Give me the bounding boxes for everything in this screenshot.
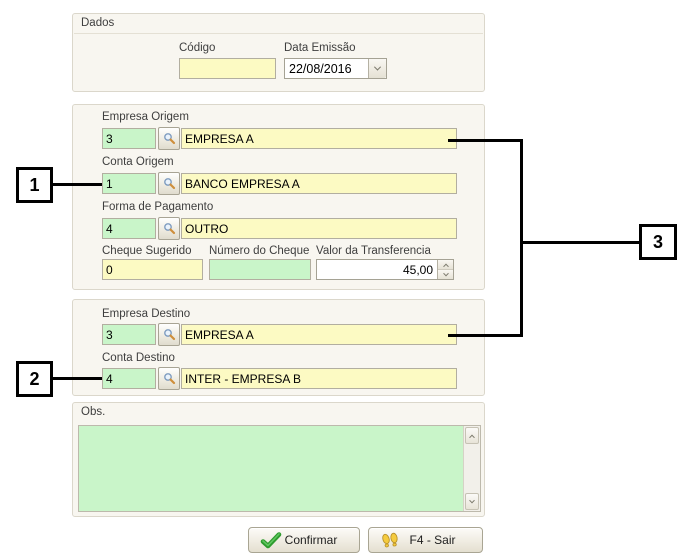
chevron-down-icon: [469, 497, 475, 503]
scroll-down-button[interactable]: [465, 493, 479, 510]
obs-scrollbar[interactable]: [463, 426, 480, 511]
valor-transferencia-field: [316, 259, 454, 280]
chevron-down-icon: [374, 64, 381, 71]
forma-pagamento-search-button[interactable]: [158, 217, 180, 240]
callout-1-line: [53, 183, 102, 186]
group-dados: Dados Código Data Emissão: [72, 13, 485, 92]
callout-3-box: 3: [639, 224, 677, 260]
f4-sair-button[interactable]: F4 - Sair: [368, 527, 483, 553]
search-icon: [163, 222, 176, 235]
forma-pagamento-label: Forma de Pagamento: [102, 201, 213, 213]
conta-destino-label: Conta Destino: [102, 352, 175, 364]
group-obs: Obs.: [72, 402, 485, 517]
conta-origem-search-button[interactable]: [158, 172, 180, 195]
empresa-destino-name-input[interactable]: [181, 324, 457, 345]
callout-3-line-bottom: [448, 334, 523, 337]
spin-up-button[interactable]: [438, 260, 453, 269]
callout-2-line: [53, 377, 102, 380]
valor-transferencia-input[interactable]: [317, 260, 437, 279]
conta-origem-label: Conta Origem: [102, 156, 174, 168]
valor-spinner: [437, 260, 453, 279]
group-dados-separator: [74, 33, 483, 34]
codigo-input[interactable]: [179, 58, 276, 79]
data-emissao-dropdown-button[interactable]: [368, 59, 386, 78]
empresa-origem-code-input[interactable]: [102, 128, 156, 149]
callout-3-line-middle: [520, 241, 639, 244]
conta-destino-code-input[interactable]: [102, 368, 156, 389]
cheque-sugerido-label: Cheque Sugerido: [102, 245, 192, 257]
data-emissao-input[interactable]: [285, 59, 368, 78]
footprints-icon: [380, 531, 401, 550]
empresa-origem-label: Empresa Origem: [102, 111, 189, 123]
forma-pagamento-name-input[interactable]: [181, 218, 457, 239]
callout-2-box: 2: [16, 361, 53, 397]
forma-pagamento-code-input[interactable]: [102, 218, 156, 239]
chevron-up-icon: [469, 434, 475, 440]
conta-origem-name-input[interactable]: [181, 173, 457, 194]
chevron-down-icon: [443, 270, 449, 276]
cheque-sugerido-input[interactable]: [102, 259, 203, 280]
group-dados-title: Dados: [81, 17, 114, 29]
group-origem: Empresa Origem Conta Origem Forma de Pag…: [72, 104, 485, 290]
obs-textarea[interactable]: [79, 426, 463, 511]
empresa-destino-search-button[interactable]: [158, 323, 180, 346]
data-emissao-field: [284, 58, 387, 79]
search-icon: [163, 372, 176, 385]
empresa-destino-label: Empresa Destino: [102, 308, 190, 320]
conta-origem-code-input[interactable]: [102, 173, 156, 194]
empresa-origem-search-button[interactable]: [158, 127, 180, 150]
codigo-label: Código: [179, 42, 215, 54]
data-emissao-label: Data Emissão: [284, 42, 356, 54]
confirmar-button[interactable]: Confirmar: [248, 527, 360, 553]
search-icon: [163, 177, 176, 190]
numero-cheque-input[interactable]: [209, 259, 311, 280]
scroll-up-button[interactable]: [465, 427, 479, 444]
callout-3-line-vertical: [520, 139, 523, 337]
obs-field: [78, 425, 481, 512]
chevron-up-icon: [443, 263, 449, 269]
callout-1-box: 1: [16, 167, 53, 203]
group-destino: Empresa Destino Conta Destino: [72, 299, 485, 396]
green-check-icon: [260, 532, 282, 549]
callout-3-line-top: [448, 139, 523, 142]
conta-destino-name-input[interactable]: [181, 368, 457, 389]
group-obs-title: Obs.: [81, 406, 105, 418]
conta-destino-search-button[interactable]: [158, 367, 180, 390]
empresa-origem-name-input[interactable]: [181, 128, 457, 149]
search-icon: [163, 328, 176, 341]
search-icon: [163, 132, 176, 145]
empresa-destino-code-input[interactable]: [102, 324, 156, 345]
valor-transferencia-label: Valor da Transferencia: [316, 245, 431, 257]
spin-down-button[interactable]: [438, 269, 453, 279]
numero-cheque-label: Número do Cheque: [209, 245, 309, 257]
